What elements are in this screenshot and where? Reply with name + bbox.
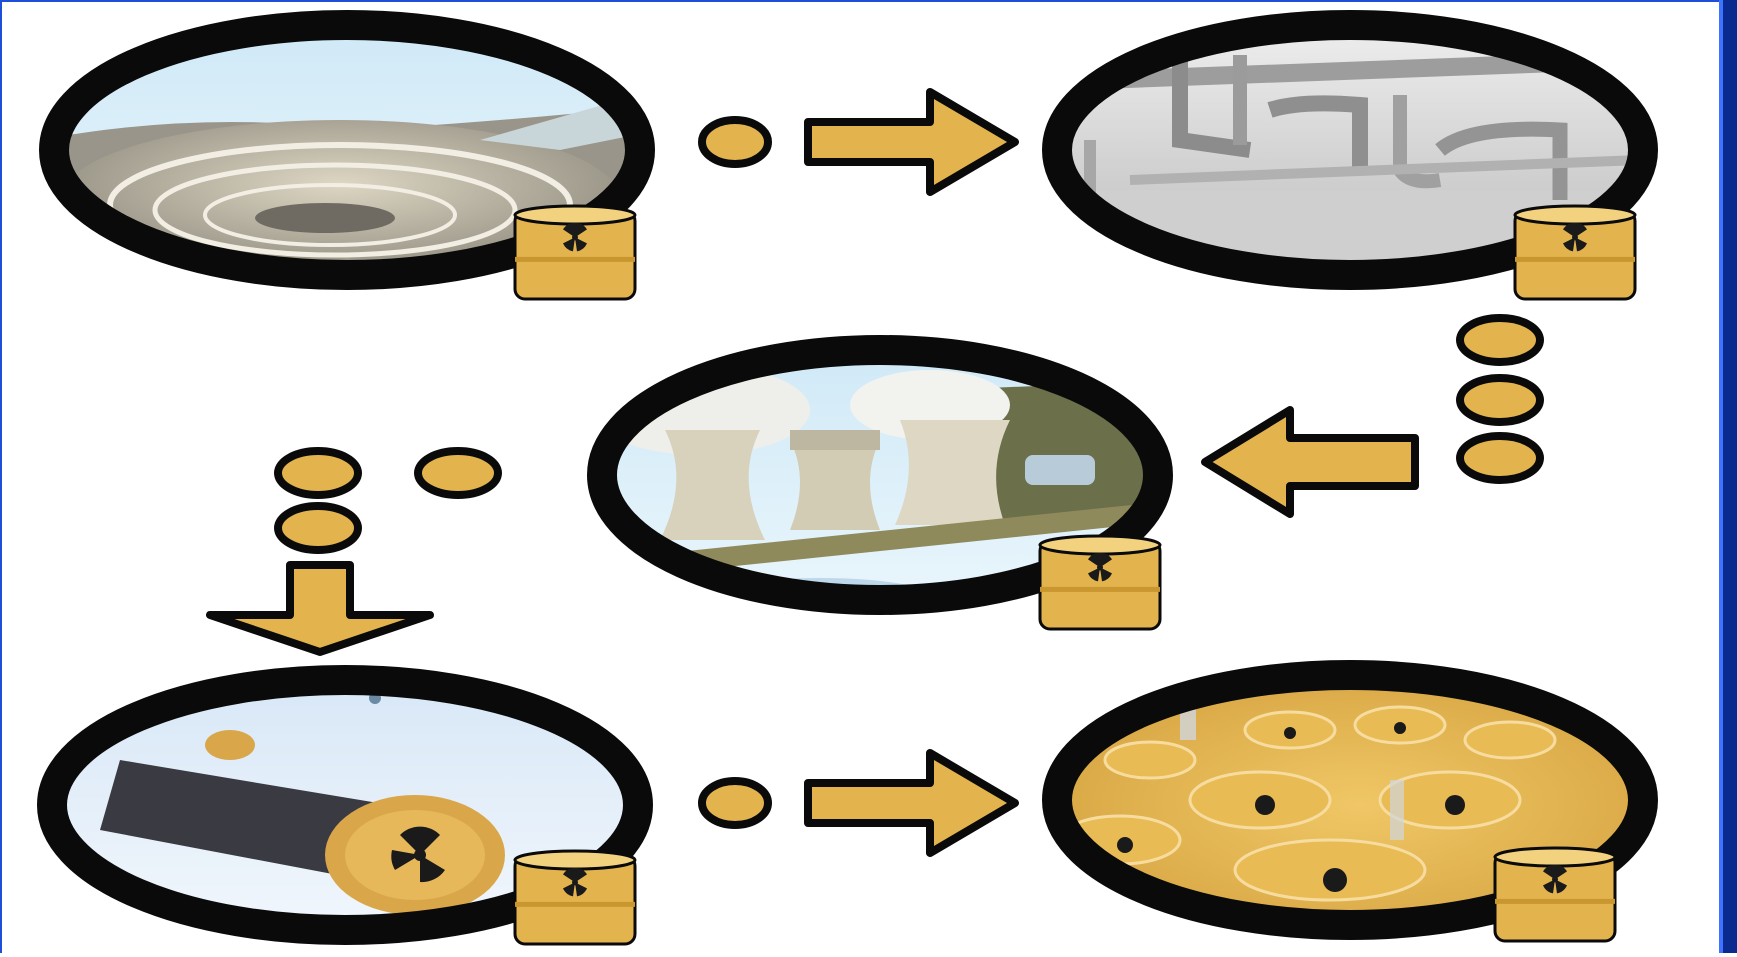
frame-left-edge [0, 0, 2, 953]
connector-dot-icon [418, 451, 498, 495]
connector-dot-icon [278, 506, 358, 550]
radioactive-barrel-icon [515, 851, 635, 944]
frame-right-highlight [1719, 0, 1723, 953]
radioactive-barrel-icon [515, 206, 635, 299]
arrow-right-icon [808, 92, 1015, 192]
connector-1-to-2 [702, 92, 1015, 192]
radioactive-barrel-icon [1515, 206, 1635, 299]
connector-dot-icon [1460, 378, 1540, 422]
connector-2-to-3 [1205, 318, 1540, 514]
connector-dot-icon [1460, 318, 1540, 362]
connector-dot-icon [702, 781, 768, 825]
connector-dot-icon [278, 451, 358, 495]
connector-dot-icon [702, 120, 768, 164]
connector-dot-icon [1460, 436, 1540, 480]
arrow-left-icon [1205, 410, 1415, 514]
arrow-right-icon [808, 753, 1015, 853]
radioactive-barrel-icon [1495, 848, 1615, 941]
arrow-down-icon [210, 565, 430, 652]
radioactive-barrel-icon [1040, 536, 1160, 629]
connector-3-to-4 [210, 451, 498, 652]
connector-4-to-5 [702, 753, 1015, 853]
frame-top-edge [0, 0, 1737, 2]
